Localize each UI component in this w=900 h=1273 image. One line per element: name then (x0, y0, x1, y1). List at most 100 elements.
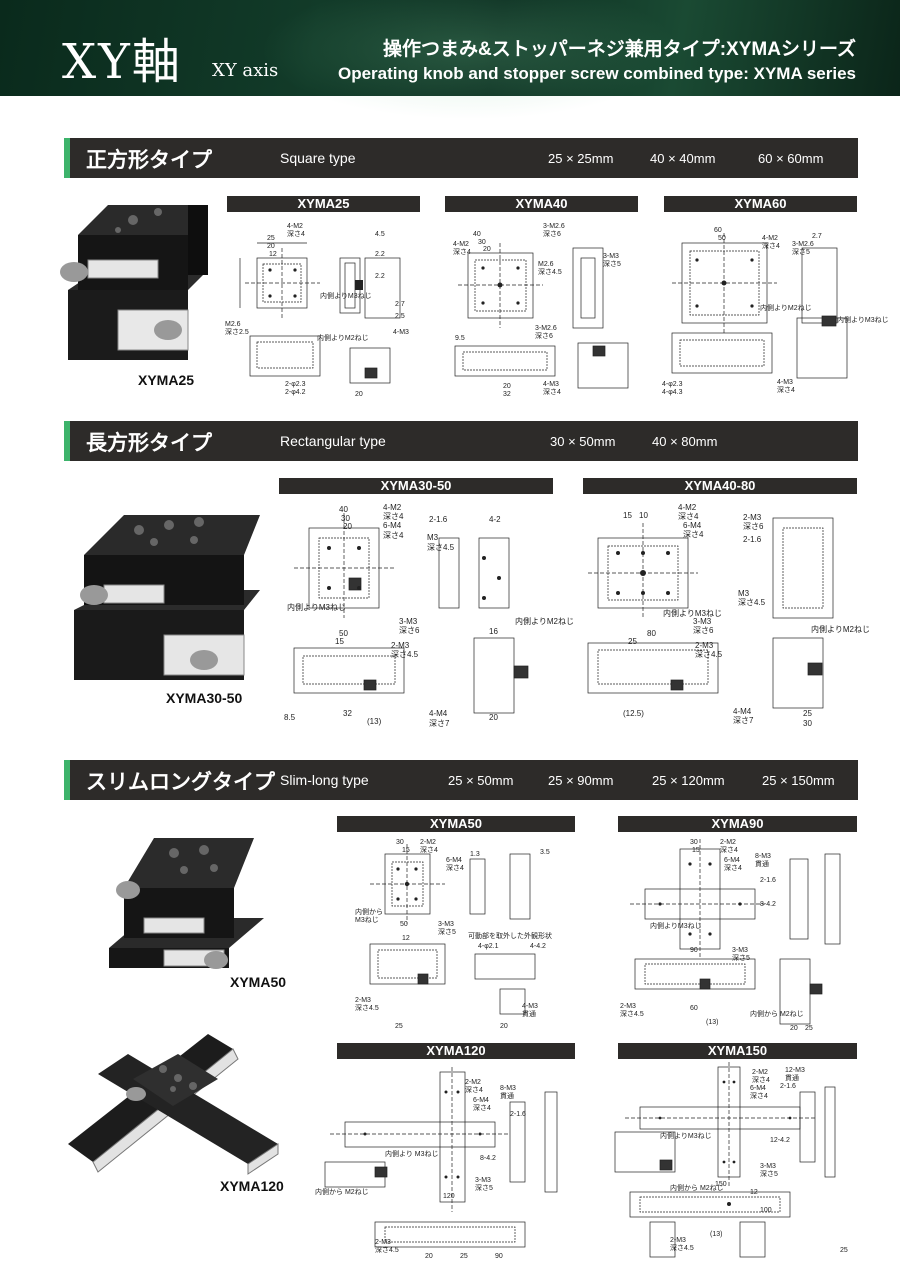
svg-text:M2.6: M2.6 (538, 261, 554, 268)
svg-text:2-φ4.2: 2-φ4.2 (285, 389, 306, 396)
svg-text:深さ4: 深さ4 (465, 1085, 483, 1094)
model-label-xyma40: XYMA40 (445, 196, 638, 212)
model-label-xyma60: XYMA60 (664, 196, 857, 212)
svg-text:2-1.6: 2-1.6 (429, 515, 448, 524)
svg-text:深さ4: 深さ4 (287, 229, 305, 238)
svg-text:15: 15 (402, 847, 410, 854)
svg-text:内側よりM3ねじ: 内側よりM3ねじ (650, 921, 702, 930)
svg-text:100: 100 (760, 1207, 772, 1214)
svg-text:2-M2: 2-M2 (720, 839, 736, 846)
svg-text:深さ6: 深さ6 (543, 229, 561, 238)
model-label-xyma120: XYMA120 (337, 1043, 575, 1059)
svg-text:20: 20 (267, 243, 275, 250)
svg-text:20: 20 (503, 383, 511, 390)
svg-text:6-M4: 6-M4 (473, 1097, 489, 1104)
model-label-xyma40-80: XYMA40-80 (583, 478, 857, 494)
svg-text:60: 60 (690, 1005, 698, 1012)
svg-text:深さ5: 深さ5 (792, 247, 810, 256)
svg-text:8-4.2: 8-4.2 (760, 901, 776, 908)
size-label: 40 × 40mm (650, 151, 716, 166)
svg-text:2-M3: 2-M3 (695, 641, 714, 650)
svg-text:4-2: 4-2 (489, 515, 501, 524)
svg-text:深さ4: 深さ4 (752, 1075, 770, 1084)
model-label-xyma150: XYMA150 (618, 1043, 857, 1059)
svg-text:(13): (13) (710, 1231, 722, 1238)
svg-text:深さ4.5: 深さ4.5 (620, 1009, 644, 1018)
svg-text:内側よりM3ねじ: 内側よりM3ねじ (660, 1131, 712, 1140)
svg-text:M3ねじ: M3ねじ (355, 916, 379, 924)
svg-text:3-M2.6: 3-M2.6 (543, 223, 565, 230)
svg-text:深さ4: 深さ4 (383, 512, 404, 521)
section-slim-long-header: スリムロングタイプ Slim-long type 25 × 50mm 25 × … (64, 760, 858, 800)
svg-text:深さ4: 深さ4 (777, 385, 795, 394)
svg-text:深さ5: 深さ5 (732, 953, 750, 962)
svg-text:50: 50 (400, 921, 408, 928)
svg-text:2-M2: 2-M2 (420, 839, 436, 846)
size-label: 25 × 50mm (448, 773, 514, 788)
section-title-jp: 長方形タイプ (86, 432, 212, 455)
svg-text:深さ4: 深さ4 (383, 531, 404, 540)
svg-text:深さ4: 深さ4 (420, 845, 438, 854)
svg-text:内側から M2ねじ: 内側から M2ねじ (670, 1183, 724, 1192)
svg-text:2-1.6: 2-1.6 (510, 1111, 526, 1118)
section-title-en: Rectangular type (280, 433, 386, 449)
svg-text:内側よりM3ねじ: 内側よりM3ねじ (287, 602, 346, 612)
svg-text:内側よりM3ねじ: 内側よりM3ねじ (663, 608, 722, 618)
model-label-xyma30-50: XYMA30-50 (279, 478, 553, 494)
svg-text:6-M4: 6-M4 (383, 521, 402, 530)
model-label-xyma90: XYMA90 (618, 816, 857, 832)
svg-text:深さ6: 深さ6 (693, 626, 714, 635)
svg-text:12-4.2: 12-4.2 (770, 1137, 790, 1144)
svg-text:25: 25 (803, 709, 812, 718)
size-label: 25 × 90mm (548, 773, 614, 788)
svg-text:20: 20 (343, 522, 352, 531)
page-header: XY軸 XY axis 操作つまみ&ストッパーネジ兼用タイプ:XYMAシリーズ … (0, 0, 900, 120)
svg-text:4-M2: 4-M2 (383, 503, 402, 512)
size-label: 40 × 80mm (652, 434, 718, 449)
svg-text:2-M2: 2-M2 (752, 1069, 768, 1076)
svg-text:50: 50 (339, 629, 348, 638)
photo-label: XYMA50 (230, 974, 287, 990)
svg-text:3-M3: 3-M3 (732, 947, 748, 954)
svg-text:30: 30 (341, 514, 350, 523)
svg-text:4-M4: 4-M4 (733, 707, 752, 716)
svg-text:深さ4: 深さ4 (683, 530, 704, 539)
svg-text:4-M3: 4-M3 (777, 379, 793, 386)
model-label-xyma50: XYMA50 (337, 816, 575, 832)
svg-text:深さ4: 深さ4 (453, 247, 471, 256)
svg-text:内側よりM3ねじ: 内側よりM3ねじ (837, 315, 889, 324)
svg-text:25: 25 (805, 1025, 813, 1032)
page-subtitle-jp: 操作つまみ&ストッパーネジ兼用タイプ:XYMAシリーズ (383, 39, 856, 60)
svg-text:150: 150 (715, 1181, 727, 1188)
svg-text:12-M3: 12-M3 (785, 1067, 805, 1074)
svg-text:深さ5: 深さ5 (760, 1169, 778, 1178)
svg-text:深さ4.5: 深さ4.5 (391, 650, 419, 659)
svg-text:2.5: 2.5 (395, 313, 405, 320)
svg-text:内側よりM2ねじ: 内側よりM2ねじ (515, 616, 574, 626)
section-title-en: Square type (280, 150, 356, 166)
svg-text:内側から M2ねじ: 内側から M2ねじ (750, 1009, 804, 1018)
svg-text:2-M3: 2-M3 (375, 1239, 391, 1246)
svg-text:50: 50 (718, 235, 726, 242)
page-subtitle-en: Operating knob and stopper screw combine… (338, 64, 856, 83)
svg-text:深さ4.5: 深さ4.5 (355, 1003, 379, 1012)
size-label: 60 × 60mm (758, 151, 824, 166)
svg-text:8-M3: 8-M3 (755, 853, 771, 860)
svg-text:2-M3: 2-M3 (355, 997, 371, 1004)
photo-label: XYMA25 (138, 372, 195, 388)
svg-text:深さ4: 深さ4 (543, 387, 561, 396)
svg-text:深さ2.5: 深さ2.5 (225, 327, 249, 336)
svg-text:30: 30 (690, 839, 698, 846)
svg-text:20: 20 (425, 1253, 433, 1260)
section-title-jp: 正方形タイプ (86, 149, 212, 172)
svg-text:深さ5: 深さ5 (475, 1183, 493, 1192)
svg-text:深さ4: 深さ4 (750, 1091, 768, 1100)
svg-text:3-M2.6: 3-M2.6 (792, 241, 814, 248)
svg-text:2-φ2.3: 2-φ2.3 (285, 381, 306, 388)
